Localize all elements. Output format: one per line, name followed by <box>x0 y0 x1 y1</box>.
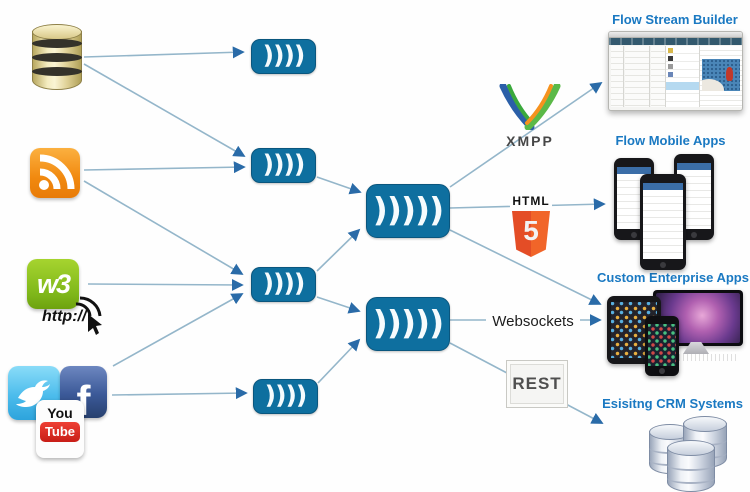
message-list <box>666 46 700 107</box>
iphone <box>645 316 679 376</box>
rest-badge: REST <box>506 360 568 408</box>
html5-number: 5 <box>523 215 539 246</box>
avatar <box>668 64 673 69</box>
http-label: http:// <box>42 308 87 325</box>
html5-logo: HTML 5 <box>504 192 558 257</box>
phone-front <box>640 174 686 270</box>
selected-row <box>666 82 699 90</box>
edge-database-to-node-a <box>83 46 245 59</box>
tree-column <box>625 46 650 107</box>
database-band <box>32 67 82 76</box>
flow-node-e: ))))) <box>366 184 450 238</box>
edge-database-to-node-b <box>83 63 246 157</box>
crm-databases-image <box>645 412 745 492</box>
keyboard <box>663 354 737 361</box>
database-band <box>32 39 82 48</box>
edge-node-e-to-stream-builder <box>449 81 603 188</box>
html5-shield-icon: 5 <box>512 211 550 257</box>
chevrons: )))) <box>264 380 308 410</box>
chevrons: )))) <box>262 40 306 70</box>
xmpp-wings-icon <box>499 82 561 131</box>
cursor-icon <box>75 296 102 335</box>
existing-crm-title: Esisitng CRM Systems <box>602 396 743 411</box>
rss-feed-icon <box>30 148 80 198</box>
window-toolbar <box>609 38 742 45</box>
edge-rss-to-node-c <box>83 180 244 275</box>
red-figure <box>726 67 733 81</box>
edge-social-to-node-d <box>111 387 248 400</box>
imac-stand <box>683 342 709 354</box>
flow-node-d: )))) <box>253 379 318 414</box>
detail-panel <box>700 46 742 107</box>
enterprise-devices-image <box>605 288 748 376</box>
edge-web-to-node-c <box>87 278 244 291</box>
avatar <box>668 72 673 77</box>
youtube-tube-label: Tube <box>40 422 80 442</box>
database-top <box>32 24 82 40</box>
flow-node-c: )))) <box>251 267 316 302</box>
database-band <box>32 53 82 62</box>
crowd-image <box>702 59 740 91</box>
html-label: HTML <box>510 194 552 208</box>
chevrons: )))) <box>262 149 306 179</box>
flow-node-b: )))) <box>251 148 316 183</box>
chevrons: ))))) <box>372 189 444 229</box>
database-icon <box>32 24 82 90</box>
list-column <box>651 46 666 107</box>
avatar <box>668 56 673 61</box>
window-titlebar <box>609 32 742 38</box>
websockets-label: Websockets <box>486 311 580 332</box>
white-area <box>702 79 724 91</box>
flow-stream-builder-title: Flow Stream Builder <box>612 12 738 27</box>
youtube-you-label: You <box>47 405 73 421</box>
xmpp-logo: XMPP <box>492 82 568 149</box>
sidebar-column <box>611 46 624 107</box>
edge-node-b-to-node-e <box>316 176 362 195</box>
edge-rss-to-node-b <box>83 161 246 174</box>
edge-node-d-to-node-f <box>317 338 361 384</box>
edge-node-c-to-node-f <box>316 296 361 314</box>
twitter-bird <box>16 380 50 407</box>
rss-glyph <box>39 154 75 190</box>
flow-node-a: )))) <box>251 39 316 74</box>
edge-node-e-to-enterprise-apps <box>449 229 602 305</box>
w3-label: w3 <box>36 268 71 299</box>
rest-label: REST <box>512 374 562 393</box>
crm-database-icon <box>667 440 715 492</box>
flow-node-f: ))))) <box>366 297 450 351</box>
youtube-icon: You Tube <box>36 400 84 458</box>
chevrons: ))))) <box>372 302 444 342</box>
custom-enterprise-apps-title: Custom Enterprise Apps <box>597 270 749 285</box>
avatar <box>668 48 673 53</box>
edge-social-to-node-c <box>112 293 244 367</box>
xmpp-label: XMPP <box>506 133 554 149</box>
mobile-phones-image <box>610 150 732 270</box>
w3-web-icon: w3 <box>27 259 79 309</box>
chevrons: )))) <box>262 268 306 298</box>
flow-stream-builder-screenshot <box>608 31 743 111</box>
flow-mobile-apps-title: Flow Mobile Apps <box>615 133 726 148</box>
edge-node-c-to-node-e <box>316 228 361 272</box>
